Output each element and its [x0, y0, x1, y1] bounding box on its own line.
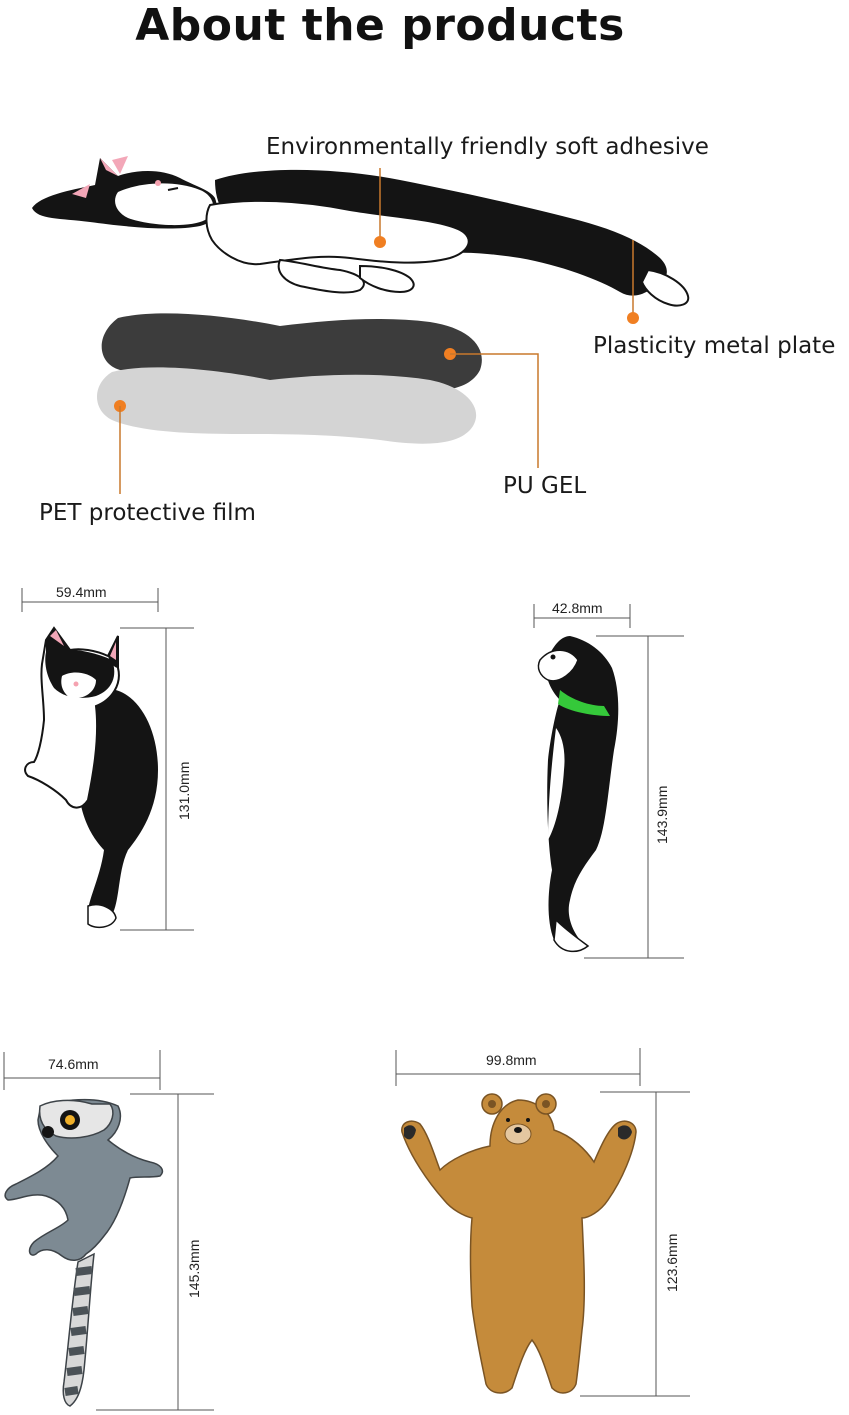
dog-height-label: 143.9mm — [654, 785, 670, 844]
bear-magnet — [401, 1093, 637, 1394]
label-gel: PU GEL — [503, 473, 587, 499]
callout-adhesive — [374, 168, 386, 248]
label-film: PET protective film — [39, 500, 256, 526]
pet-film-layer — [97, 367, 477, 444]
dog-magnet — [537, 636, 619, 953]
lemur-width-label: 74.6mm — [48, 1056, 99, 1072]
dog-dimensions — [533, 604, 684, 959]
bear-dimensions — [395, 1048, 690, 1397]
cat-height-label: 131.0mm — [176, 761, 192, 820]
cat-width-label: 59.4mm — [56, 584, 107, 600]
bear-width-label: 99.8mm — [486, 1052, 537, 1068]
dog-width-label: 42.8mm — [552, 600, 603, 616]
cat-layer-illustration — [32, 156, 690, 307]
callout-metal-plate — [627, 240, 639, 324]
callout-film — [114, 400, 126, 494]
lemur-height-label: 145.3mm — [186, 1239, 202, 1298]
cat-dimensions — [21, 588, 194, 931]
lemur-dimensions — [3, 1050, 214, 1411]
callout-gel — [444, 348, 539, 468]
label-metal-plate: Plasticity metal plate — [593, 333, 836, 359]
label-adhesive: Environmentally friendly soft adhesive — [266, 134, 709, 160]
bear-height-label: 123.6mm — [664, 1233, 680, 1292]
page-title: About the products — [135, 0, 625, 51]
lemur-magnet — [4, 1098, 164, 1407]
cat-magnet — [24, 626, 158, 929]
